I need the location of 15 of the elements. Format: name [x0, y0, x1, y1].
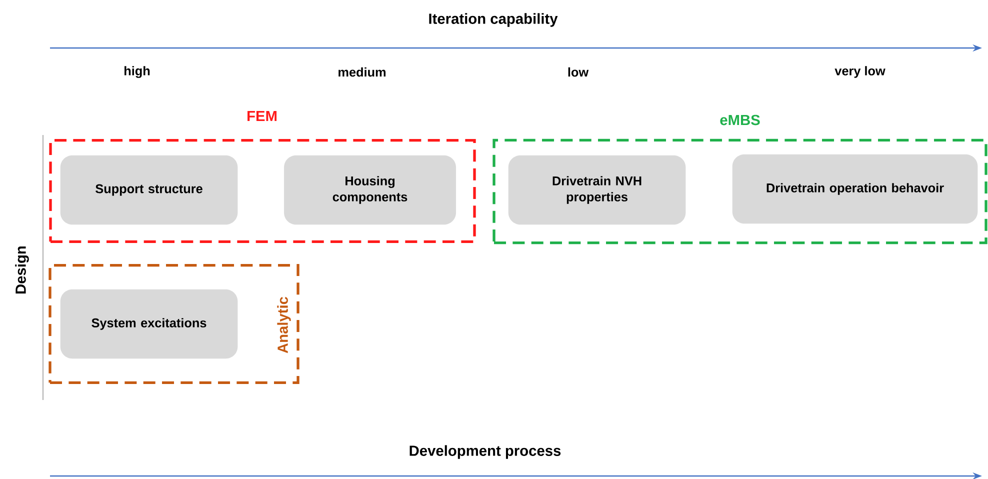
scale-label: high	[124, 66, 150, 78]
scale-label: very low	[834, 66, 886, 78]
process-box: System excitations	[60, 289, 238, 359]
group-heading: eMBS	[720, 114, 760, 126]
process-box: Drivetrain NVH properties	[508, 155, 686, 225]
process-box: Housing components	[284, 155, 456, 225]
scale-label: medium	[338, 67, 386, 77]
process-box: Support structure	[60, 155, 238, 225]
axis-title: Design	[15, 246, 29, 294]
axis-title: Iteration capability	[429, 13, 558, 27]
group-heading: FEM	[248, 110, 276, 122]
scale-label: low	[568, 67, 589, 77]
axis-title: Development process	[410, 445, 561, 459]
group-heading: Analytic	[277, 296, 291, 354]
process-box: Drivetrain operation behavoir	[732, 154, 978, 224]
